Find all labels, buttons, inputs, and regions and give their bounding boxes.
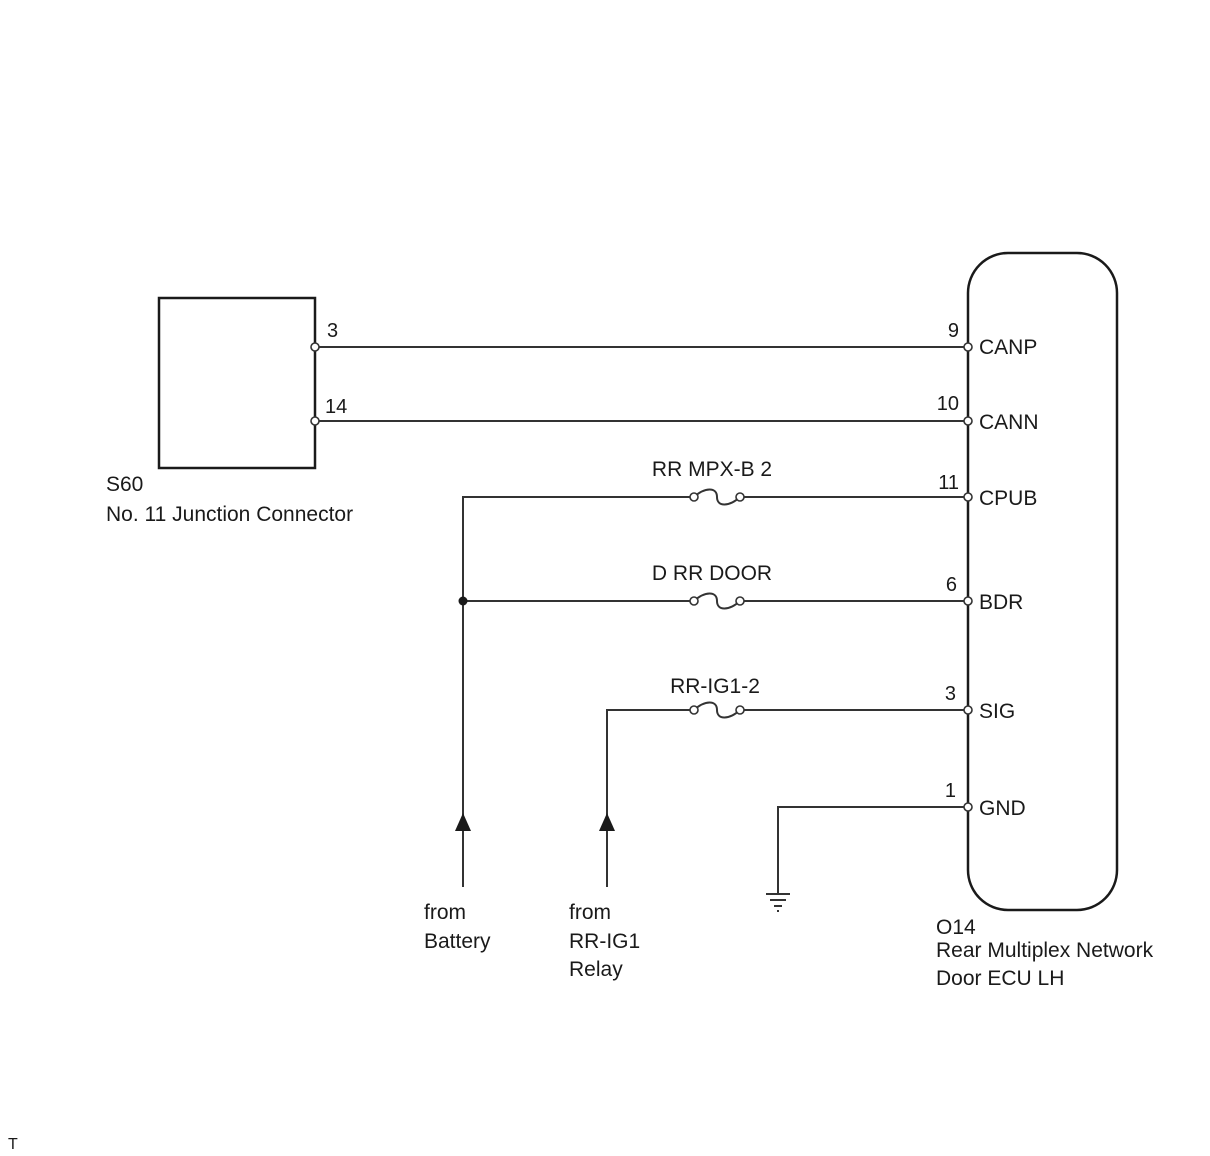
splice-point [458,596,468,606]
wire-cpub [462,488,968,887]
arrow-up-icon-battery [455,813,471,831]
ecu-pin-cpub: 11 [938,472,959,494]
wire-bdr [458,592,968,610]
ecu-signal-cpub: CPUB [979,487,1037,510]
source-battery-line2: Battery [424,930,491,953]
ground-icon [766,893,790,912]
s60-pin-14: 14 [325,396,347,418]
terminal-ecu-cann [963,416,973,426]
source-relay-line2: RR-IG1 [569,930,640,953]
terminal-s60-14 [310,416,320,426]
fuse-label-rr-mpx-b2: RR MPX-B 2 [652,458,772,481]
ecu-pin-gnd: 1 [945,780,956,802]
ecu-signal-sig: SIG [979,700,1015,723]
terminal-ecu-canp [963,342,973,352]
terminal-ecu-gnd [963,802,973,812]
ecu-name-line2: Door ECU LH [936,967,1064,990]
s60-pin-3: 3 [327,320,338,342]
source-battery-line1: from [424,901,466,924]
wire-sig [606,701,968,887]
footer-mark: T [8,1136,18,1153]
fuse-label-rr-ig1-2: RR-IG1-2 [670,675,760,698]
ecu-signal-bdr: BDR [979,591,1023,614]
junction-connector-name: No. 11 Junction Connector [106,503,353,526]
arrow-up-icon-relay [599,813,615,831]
terminal-ecu-bdr [963,596,973,606]
ecu-pin-bdr: 6 [946,574,957,596]
fuse-label-d-rr-door: D RR DOOR [652,562,772,585]
ecu-signal-cann: CANN [979,411,1039,434]
junction-connector-code: S60 [106,473,143,496]
junction-connector-box [157,296,317,470]
ecu-code: O14 [936,916,976,939]
source-relay-line3: Relay [569,958,623,981]
ecu-signal-canp: CANP [979,336,1037,359]
terminal-ecu-cpub [963,492,973,502]
terminal-ecu-sig [963,705,973,715]
ecu-pin-sig: 3 [945,683,956,705]
ecu-name-line1: Rear Multiplex Network [936,939,1154,962]
ecu-signal-gnd: GND [979,797,1026,820]
ecu-pin-cann: 10 [937,393,959,415]
ecu-box [966,251,1119,912]
source-relay-line1: from [569,901,611,924]
terminal-s60-3 [310,342,320,352]
wire-gnd [777,806,968,893]
ecu-pin-canp: 9 [948,320,959,342]
